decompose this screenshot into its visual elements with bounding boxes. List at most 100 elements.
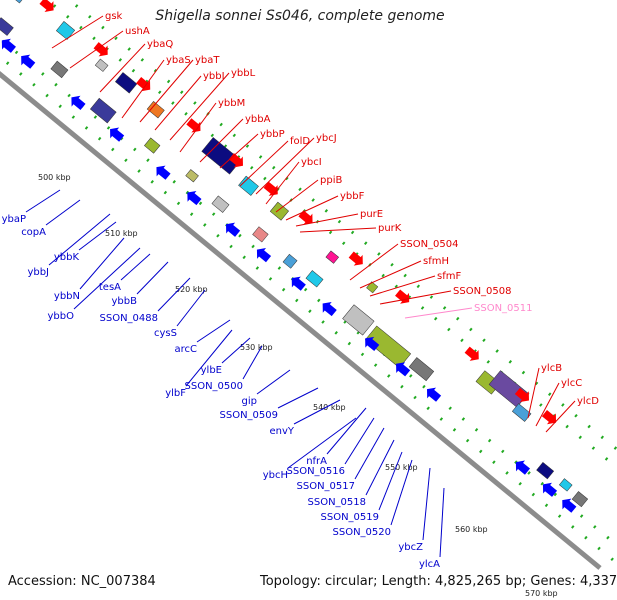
- reverse-gene-leader: [378, 451, 403, 511]
- forward-feature: [238, 175, 259, 196]
- reverse-arrow: [21, 54, 36, 69]
- reverse-arrow: [1, 38, 16, 53]
- forward-arrow: [298, 210, 313, 225]
- forward-gene-label: ushA: [125, 26, 150, 37]
- forward-arrow: [514, 387, 529, 403]
- reverse-feature: [558, 478, 573, 492]
- reverse-arrow: [256, 248, 272, 263]
- reverse-gene-label: ybbK: [54, 252, 80, 263]
- reverse-gene-leader: [439, 487, 445, 558]
- reverse-gene-label: ybaP: [2, 214, 26, 225]
- reverse-gene-leader: [79, 237, 125, 290]
- forward-feature: [146, 101, 165, 119]
- forward-arrow: [395, 289, 410, 304]
- forward-gene-leader: [275, 179, 319, 213]
- forward-gene-label: SSON_0508: [453, 286, 512, 297]
- forward-arrow: [541, 410, 557, 425]
- forward-gene-label: ybcJ: [316, 133, 337, 144]
- reverse-gene-leader: [136, 261, 169, 295]
- reverse-gene-leader: [78, 221, 117, 251]
- forward-gene-label: purK: [378, 223, 402, 234]
- reverse-gene-leader: [120, 253, 151, 281]
- genes-value: 4,337: [579, 574, 617, 589]
- reverse-gene-label: ylbE: [201, 365, 222, 376]
- forward-gene-leader: [359, 260, 422, 289]
- genome-backbone: [0, 70, 602, 570]
- scale-mark-label: 540 kbp: [313, 403, 346, 412]
- scale-mark-label: 550 kbp: [385, 463, 418, 472]
- forward-feature: [8, 0, 27, 4]
- forward-gene-leader: [369, 275, 436, 297]
- forward-gene-leader: [295, 213, 359, 227]
- forward-feature: [94, 58, 109, 72]
- forward-arrow: [136, 77, 151, 92]
- forward-gene-leader: [154, 75, 202, 131]
- forward-gene-label: ybcI: [301, 157, 322, 168]
- reverse-arrow: [365, 336, 380, 352]
- reverse-gene-label: SSON_0517: [297, 481, 356, 492]
- scale-mark-label: 520 kbp: [175, 285, 208, 294]
- forward-gene-leader: [51, 15, 104, 49]
- reverse-gene-label: ybbN: [54, 291, 80, 302]
- forward-gene-leader: [239, 140, 289, 187]
- forward-gene-leader: [139, 59, 194, 123]
- scale-mark-label: 570 kbp: [525, 589, 558, 598]
- forward-gene-leader: [285, 195, 339, 221]
- forward-gene-label: ybbM: [218, 98, 245, 109]
- forward-gene-label: ybaQ: [147, 39, 173, 50]
- accession-info: Accession: NC_007384: [8, 574, 156, 589]
- reverse-gene-leader: [256, 369, 291, 395]
- reverse-gene-label: tesA: [99, 282, 121, 293]
- reverse-gene-leader: [287, 417, 357, 469]
- reverse-feature: [0, 17, 14, 36]
- reverse-gene-label: gip: [242, 396, 257, 407]
- reverse-gene-leader: [422, 467, 431, 541]
- forward-feature: [366, 281, 379, 294]
- reverse-gene-label: SSON_0516: [287, 466, 346, 477]
- reverse-gene-leader: [277, 387, 319, 409]
- forward-lane: [44, 0, 617, 470]
- reverse-gene-leader: [157, 277, 191, 312]
- forward-gene-label: ybaS: [166, 55, 191, 66]
- reverse-gene-leader: [354, 427, 385, 480]
- reverse-feature: [536, 461, 555, 480]
- genome-info: Topology: circular; Length: 4,825,265 bp…: [260, 574, 617, 589]
- forward-gene-leader: [121, 59, 165, 119]
- forward-arrow: [186, 118, 201, 133]
- forward-gene-label: ybbL: [231, 68, 256, 79]
- reverse-gene-label: copA: [21, 227, 46, 238]
- forward-feature: [488, 370, 529, 408]
- forward-gene-leader: [69, 30, 124, 69]
- forward-gene-label: SSON_0504: [400, 239, 459, 250]
- forward-arrow: [93, 42, 108, 57]
- forward-gene-leader: [349, 243, 399, 281]
- length-label: Length:: [381, 574, 431, 589]
- forward-gene-leader: [99, 43, 146, 93]
- forward-gene-label: ylcD: [577, 396, 599, 407]
- reverse-gene-label: ybbB: [112, 296, 138, 307]
- reverse-gene-leader: [25, 189, 61, 213]
- forward-arrow: [263, 181, 278, 196]
- reverse-gene-label: ybbO: [48, 311, 75, 322]
- map-title: Shigella sonnei Ss046, complete genome: [155, 8, 445, 24]
- length-value: 4,825,265 bp: [435, 574, 522, 589]
- reverse-feature: [185, 169, 199, 183]
- forward-gene-leader: [169, 72, 230, 141]
- reverse-gene-label: ylcA: [419, 559, 440, 570]
- reverse-feature: [252, 226, 269, 243]
- reverse-feature: [50, 60, 69, 79]
- reverse-arrow: [71, 95, 86, 111]
- reverse-arrow: [291, 276, 306, 291]
- topology-value: circular: [324, 574, 374, 589]
- reverse-arrow: [187, 190, 202, 206]
- reverse-arrow: [396, 362, 411, 377]
- reverse-gene-leader: [185, 329, 233, 387]
- forward-gene-label: ylcB: [541, 363, 562, 374]
- forward-gene-label: ybbA: [245, 114, 271, 125]
- reverse-gene-label: SSON_0488: [100, 313, 159, 324]
- reverse-feature: [89, 97, 117, 124]
- forward-gene-label: ylcC: [561, 378, 582, 389]
- forward-gene-label: ppiB: [320, 175, 342, 186]
- reverse-gene-label: ybcZ: [398, 542, 423, 553]
